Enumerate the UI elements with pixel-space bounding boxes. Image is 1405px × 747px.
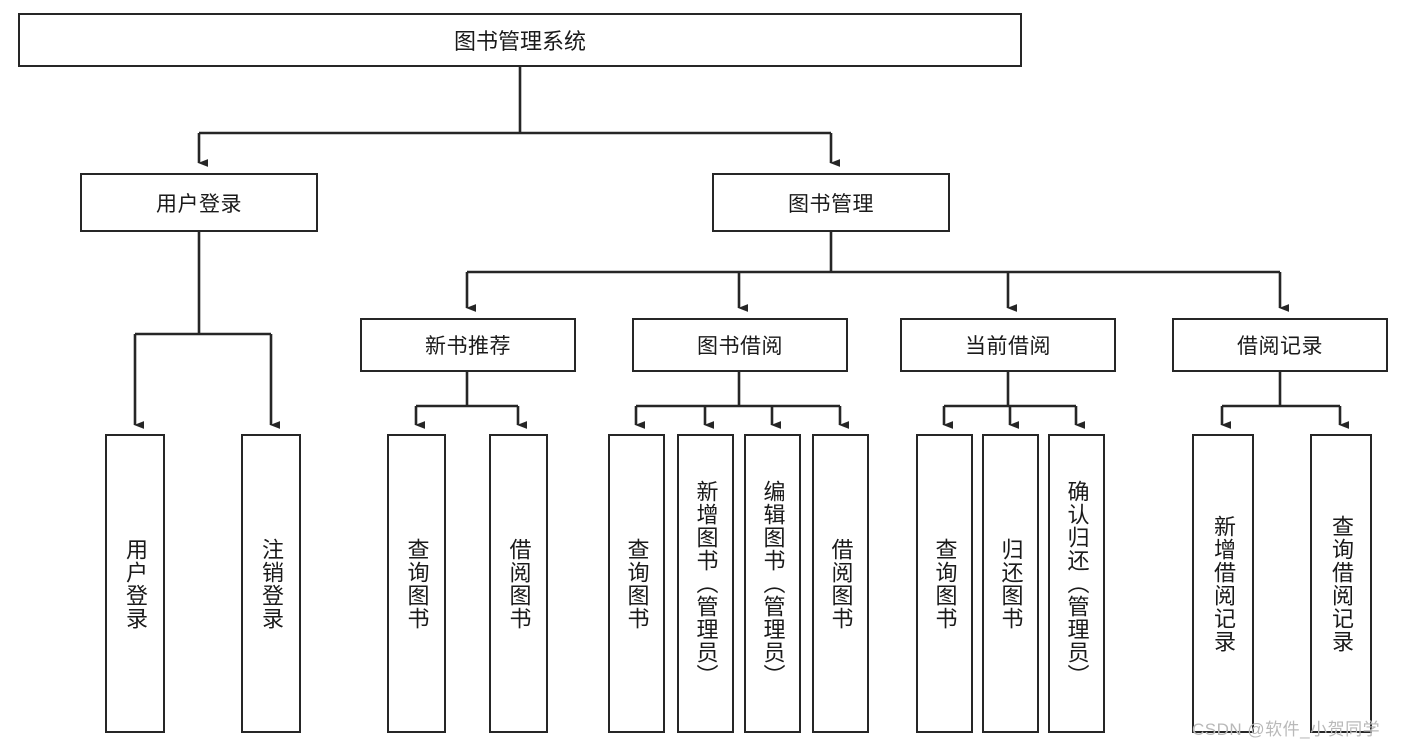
node-borrow-record-label: 借阅记录 bbox=[1237, 335, 1323, 358]
leaf-return-book-label: 归还图书 bbox=[998, 537, 1024, 630]
leaf-add-book-label: 新增图书（管理员） bbox=[693, 480, 719, 687]
node-current-borrow[interactable]: 当前借阅 bbox=[900, 318, 1116, 372]
leaf-confirm-return-label: 确认归还（管理员） bbox=[1064, 480, 1090, 687]
node-leaf-user-login[interactable]: 用户登录 bbox=[105, 434, 165, 733]
node-root-system[interactable]: 图书管理系统 bbox=[18, 13, 1022, 67]
node-new-book-recommend[interactable]: 新书推荐 bbox=[360, 318, 576, 372]
leaf-query-book-3-label: 查询图书 bbox=[932, 537, 958, 630]
node-borrow-record[interactable]: 借阅记录 bbox=[1172, 318, 1388, 372]
node-leaf-borrow-book-2[interactable]: 借阅图书 bbox=[812, 434, 869, 733]
node-leaf-query-book-2[interactable]: 查询图书 bbox=[608, 434, 665, 733]
node-user-login-label: 用户登录 bbox=[156, 192, 242, 216]
node-leaf-add-book[interactable]: 新增图书（管理员） bbox=[677, 434, 734, 733]
node-user-login[interactable]: 用户登录 bbox=[80, 173, 318, 232]
node-root-label: 图书管理系统 bbox=[453, 29, 586, 54]
leaf-borrow-book-2-label: 借阅图书 bbox=[828, 537, 854, 630]
node-book-borrow[interactable]: 图书借阅 bbox=[632, 318, 848, 372]
node-new-book-recommend-label: 新书推荐 bbox=[425, 335, 511, 358]
node-leaf-user-logout[interactable]: 注销登录 bbox=[241, 434, 301, 733]
leaf-borrow-book-1-label: 借阅图书 bbox=[506, 537, 532, 630]
node-leaf-edit-book[interactable]: 编辑图书（管理员） bbox=[744, 434, 801, 733]
node-current-borrow-label: 当前借阅 bbox=[965, 335, 1051, 358]
leaf-add-record-label: 新增借阅记录 bbox=[1210, 514, 1236, 653]
node-leaf-borrow-book-1[interactable]: 借阅图书 bbox=[489, 434, 548, 733]
node-leaf-confirm-return[interactable]: 确认归还（管理员） bbox=[1048, 434, 1105, 733]
leaf-user-logout-label: 注销登录 bbox=[258, 537, 284, 630]
node-leaf-return-book[interactable]: 归还图书 bbox=[982, 434, 1039, 733]
node-leaf-query-book-3[interactable]: 查询图书 bbox=[916, 434, 973, 733]
node-leaf-add-record[interactable]: 新增借阅记录 bbox=[1192, 434, 1254, 733]
leaf-query-record-label: 查询借阅记录 bbox=[1328, 514, 1354, 653]
node-leaf-query-record[interactable]: 查询借阅记录 bbox=[1310, 434, 1372, 733]
leaf-query-book-1-label: 查询图书 bbox=[404, 537, 430, 630]
leaf-query-book-2-label: 查询图书 bbox=[624, 537, 650, 630]
leaf-user-login-label: 用户登录 bbox=[122, 537, 148, 630]
node-book-management-label: 图书管理 bbox=[788, 192, 874, 216]
csdn-watermark: CSDN @软件_小贺同学 bbox=[1192, 720, 1381, 739]
node-leaf-query-book-1[interactable]: 查询图书 bbox=[387, 434, 446, 733]
leaf-edit-book-label: 编辑图书（管理员） bbox=[760, 480, 786, 687]
node-book-borrow-label: 图书借阅 bbox=[697, 335, 783, 358]
node-book-management[interactable]: 图书管理 bbox=[712, 173, 950, 232]
